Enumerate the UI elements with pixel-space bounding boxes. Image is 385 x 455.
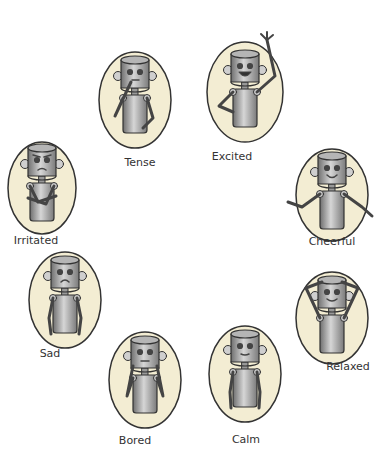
excited-robot — [219, 32, 275, 127]
emotion-label: Calm — [232, 433, 260, 446]
oval-ground — [8, 42, 368, 428]
emotion-label: Relaxed — [326, 360, 370, 373]
emotion-label: Tense — [124, 156, 155, 169]
tense-robot — [114, 56, 157, 133]
relaxed-robot — [306, 276, 358, 353]
emotion-label: Excited — [212, 150, 252, 163]
calm-robot — [224, 330, 267, 408]
emotion-label: Irritated — [14, 234, 58, 247]
sad-robot — [44, 256, 87, 334]
bored-robot — [124, 336, 167, 413]
irritated-robot — [21, 144, 64, 221]
emotion-label: Sad — [40, 347, 61, 360]
emotion-label: Bored — [119, 434, 151, 447]
cheerful-robot — [288, 152, 372, 229]
emotion-label: Cheerful — [309, 235, 356, 248]
